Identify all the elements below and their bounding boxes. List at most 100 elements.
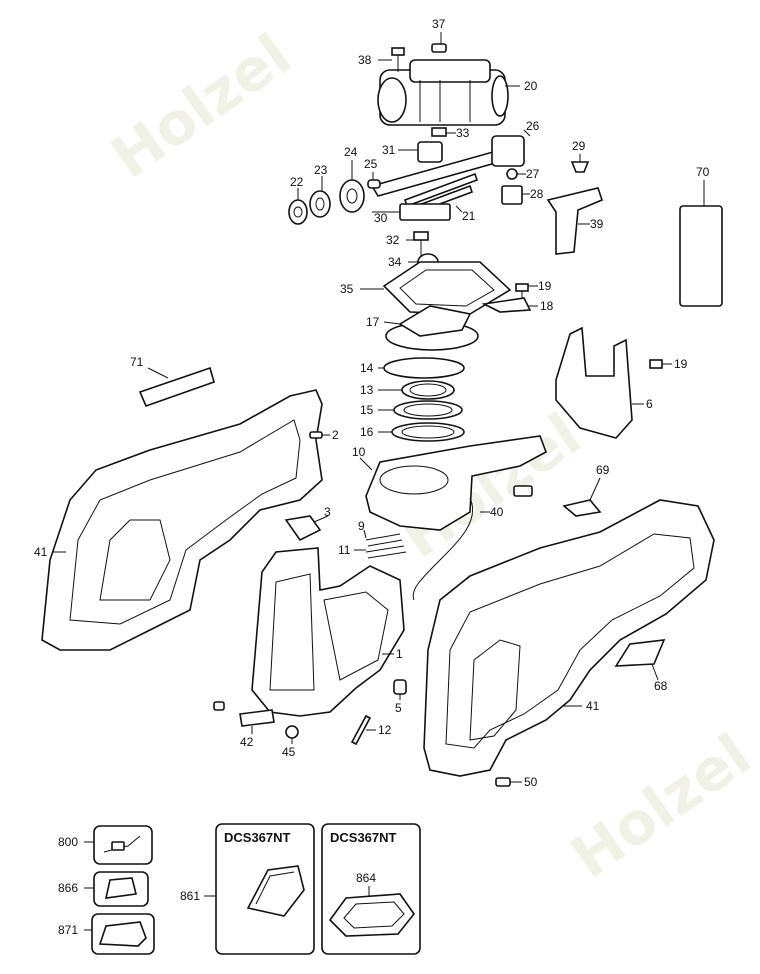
screw-12 <box>350 714 372 746</box>
callout-864: 864 <box>356 871 376 885</box>
switch-42 <box>213 701 275 727</box>
callout-69: 69 <box>596 463 610 477</box>
housing-half-left-41 <box>41 389 323 651</box>
kit-861 <box>204 823 315 955</box>
callout-33: 33 <box>456 126 470 140</box>
callout-28: 28 <box>530 187 544 201</box>
callout-3: 3 <box>324 505 331 519</box>
callout-18: 18 <box>540 299 554 313</box>
washer-16 <box>391 422 465 442</box>
gear-plate-17 <box>385 305 479 351</box>
bolt-32 <box>413 231 429 258</box>
callout-14: 14 <box>360 361 374 375</box>
nut-5 <box>393 679 407 695</box>
callout-34: 34 <box>388 255 402 269</box>
kit-864 <box>321 823 421 955</box>
callout-20: 20 <box>524 79 538 93</box>
callout-71: 71 <box>130 355 144 369</box>
nut-33 <box>431 127 447 137</box>
callout-1: 1 <box>396 647 403 661</box>
callout-866: 866 <box>58 881 78 895</box>
callout-15: 15 <box>360 403 374 417</box>
callout-31: 31 <box>382 143 396 157</box>
callout-16: 16 <box>360 425 374 439</box>
callout-41-left: 41 <box>34 545 48 559</box>
housing-half-right-41 <box>423 499 715 777</box>
wire-40 <box>412 485 533 601</box>
gear-housing-20 <box>377 59 509 126</box>
callout-861: 861 <box>180 889 200 903</box>
callout-27: 27 <box>526 167 540 181</box>
label-68 <box>614 639 666 667</box>
gearbox-housing-10 <box>365 435 547 531</box>
screw-27 <box>506 168 518 180</box>
callout-50: 50 <box>524 775 538 789</box>
callout-22: 22 <box>290 175 304 189</box>
callout-41-right: 41 <box>586 699 600 713</box>
part-45 <box>285 725 299 739</box>
callout-11: 11 <box>338 543 351 557</box>
callout-68: 68 <box>654 679 668 693</box>
callout-6: 6 <box>646 397 653 411</box>
callout-layer: 37 38 20 33 26 31 29 24 25 2 3 22 27 28 3… <box>34 17 710 789</box>
callout-30: 30 <box>374 211 388 225</box>
kit-title-864: DCS367NT <box>330 830 397 845</box>
pin-37 <box>431 43 447 53</box>
counterweight-14 <box>383 357 465 379</box>
accessory-800 <box>84 825 153 865</box>
callout-26: 26 <box>526 119 540 133</box>
screw-2 <box>309 431 323 439</box>
callout-45: 45 <box>282 745 296 759</box>
motor-frame-1 <box>251 547 405 717</box>
callout-39: 39 <box>590 217 604 231</box>
washer-22 <box>288 199 308 225</box>
screw-50 <box>495 777 511 787</box>
gasket-35 <box>382 261 512 315</box>
bearing-ring-13 <box>401 380 455 400</box>
callout-25: 25 <box>364 157 378 171</box>
guide-30 <box>399 203 451 221</box>
label-70 <box>679 205 723 307</box>
kit-titles: DCS367NT DCS367NT <box>224 830 397 845</box>
callout-38: 38 <box>358 53 372 67</box>
clamp-31 <box>417 141 443 163</box>
callout-871: 871 <box>58 923 78 937</box>
charger-871 <box>84 913 155 955</box>
kit-title-861: DCS367NT <box>224 830 291 845</box>
spring-11 <box>365 545 407 559</box>
block-28 <box>501 185 523 205</box>
callout-13: 13 <box>360 383 374 397</box>
plate-18 <box>481 297 532 313</box>
callout-2: 2 <box>332 428 339 442</box>
kit-callouts: 800 861 864 866 871 <box>58 835 376 937</box>
callout-32: 32 <box>386 233 400 247</box>
callout-21: 21 <box>462 209 476 223</box>
callout-40: 40 <box>490 505 504 519</box>
watermark-text: Holzel <box>99 20 303 191</box>
watermark-text: Holzel <box>559 720 760 891</box>
callout-29: 29 <box>572 139 586 153</box>
callout-19-lower: 19 <box>674 357 688 371</box>
washer-23 <box>309 190 331 218</box>
callout-10: 10 <box>352 445 366 459</box>
washer-15 <box>393 400 463 420</box>
lever-29 <box>570 161 590 173</box>
battery-866 <box>84 871 149 907</box>
callout-800: 800 <box>58 835 78 849</box>
screw-19b <box>649 359 663 369</box>
callout-19-upper: 19 <box>538 279 552 293</box>
bracket-26 <box>491 135 525 167</box>
callout-24: 24 <box>344 145 358 159</box>
label-69 <box>562 499 602 517</box>
blade-clamp-lever-39 <box>546 187 603 255</box>
callout-17: 17 <box>366 315 380 329</box>
callout-9: 9 <box>358 519 365 533</box>
washer-24 <box>339 179 365 213</box>
callout-35: 35 <box>340 282 354 296</box>
callout-5: 5 <box>395 701 402 715</box>
callout-70: 70 <box>696 165 710 179</box>
callout-12: 12 <box>378 723 392 737</box>
trigger-3 <box>284 515 322 542</box>
callout-37: 37 <box>432 17 446 31</box>
